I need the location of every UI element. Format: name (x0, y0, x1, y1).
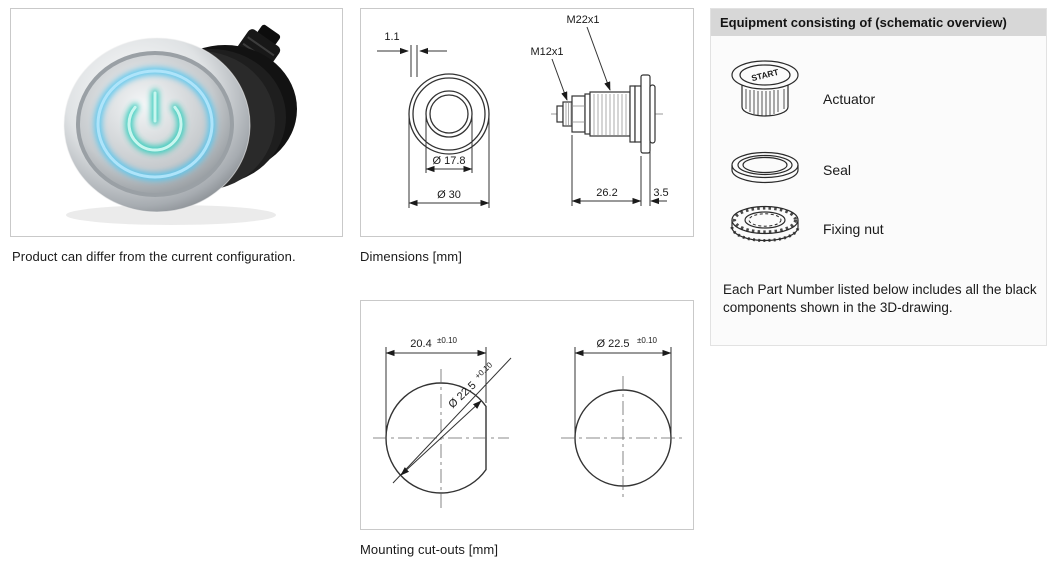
product-photo (63, 24, 297, 225)
photo-shadow (66, 205, 276, 225)
thread-connector-label: M12x1 (530, 46, 563, 58)
equipment-note: Each Part Number listed below includes a… (723, 282, 1037, 315)
led-ring (94, 67, 216, 181)
thread-body-label: M22x1 (566, 14, 599, 26)
cutouts-panel: 20.4 ±0.10 Ø 22.5 +0.10 Ø 22.5 ±0.10 (360, 300, 694, 530)
thread-body-leader (586, 26, 611, 91)
cutout-keyed: 20.4 ±0.10 Ø 22.5 +0.10 (373, 336, 512, 509)
dim-dia-round-label: Ø 22.5 (596, 338, 629, 350)
side-view (551, 74, 665, 154)
front-view (408, 73, 490, 155)
actuator-marking: START (750, 67, 780, 84)
dim-button-label: Ø 17.8 (432, 155, 465, 167)
cutouts-drawing: 20.4 ±0.10 Ø 22.5 +0.10 Ø 22.5 ±0.10 (373, 336, 685, 509)
cutout-round: Ø 22.5 ±0.10 (561, 336, 685, 501)
dim-head-label: 3.5 (653, 187, 668, 199)
equipment-header: Equipment consisting of (schematic overv… (711, 9, 1046, 36)
product-photo-panel (10, 8, 343, 237)
equipment-panel: Equipment consisting of (schematic overv… (710, 8, 1047, 346)
seal-icon (731, 151, 799, 184)
dim-bezel-lines (408, 116, 490, 208)
dim-gap-label: 1.1 (384, 31, 399, 43)
thread-connector-leader (551, 58, 568, 101)
dim-bezel-label: Ø 30 (437, 189, 461, 201)
dim-flat-tol: ±0.10 (437, 336, 458, 345)
dim-dia-keyed-tol: +0.10 (473, 360, 494, 381)
photo-caption: Product can differ from the current conf… (12, 249, 296, 264)
cutouts-caption: Mounting cut-outs [mm] (360, 542, 499, 557)
dim-length-label: 26.2 (596, 187, 617, 199)
equipment-item-actuator: Actuator (823, 91, 876, 107)
equipment-item-fixing-nut: Fixing nut (823, 221, 884, 237)
actuator-icon: START (731, 60, 799, 117)
dim-flat-label: 20.4 (410, 338, 431, 350)
power-symbol-icon (125, 89, 185, 155)
dimensions-panel: 1.1 Ø 17.8 Ø 30 (360, 8, 694, 237)
dim-length-lines (571, 135, 667, 206)
metal-bezel (63, 37, 251, 213)
dimensions-drawing: 1.1 Ø 17.8 Ø 30 (377, 14, 669, 208)
fixing-nut-icon (730, 205, 800, 242)
equipment-item-seal: Seal (823, 162, 852, 178)
dim-gap-lines (377, 45, 447, 77)
dim-dia-round-tol: ±0.10 (637, 336, 658, 345)
dim-button-lines (425, 116, 473, 173)
dimensions-caption: Dimensions [mm] (360, 249, 462, 264)
